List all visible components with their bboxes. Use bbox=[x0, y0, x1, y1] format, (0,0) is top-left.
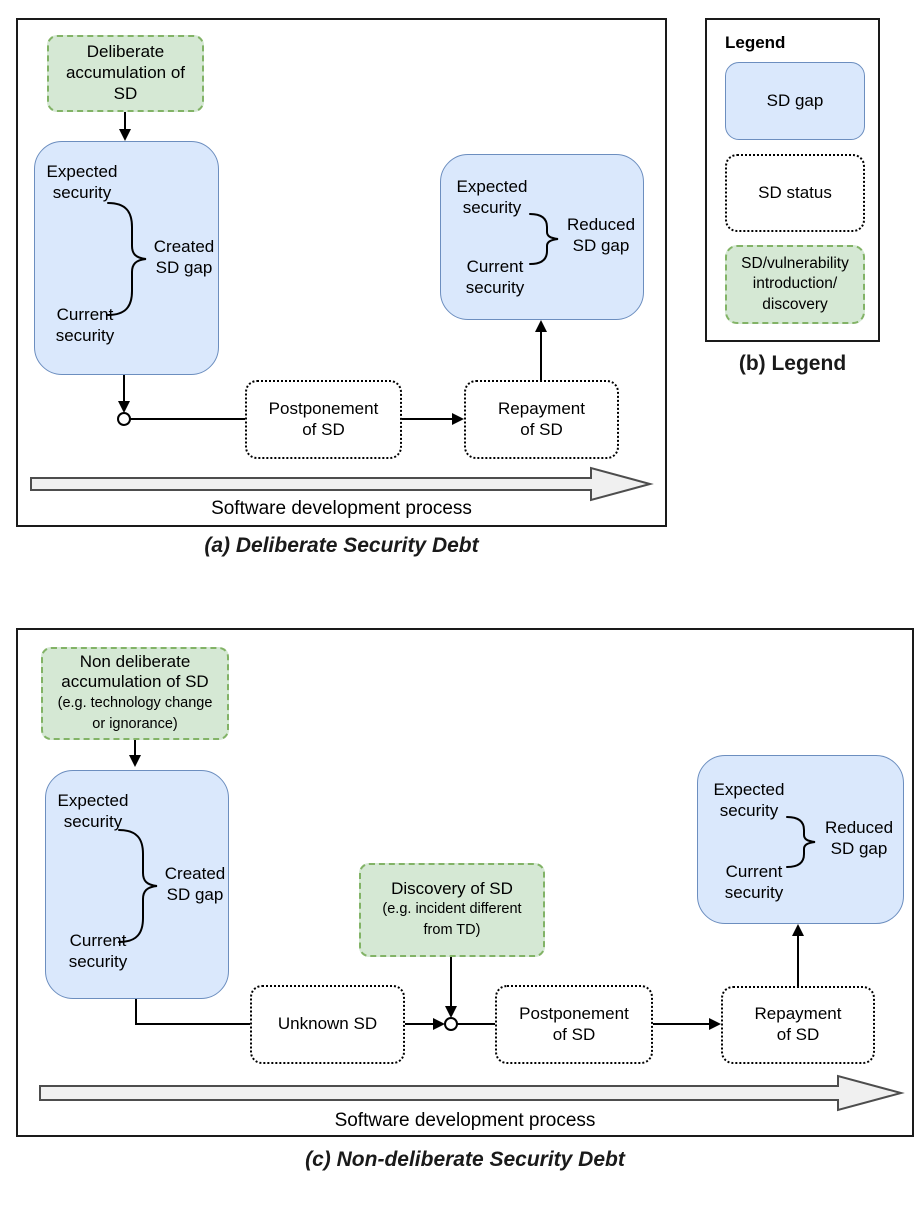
arrowhead-up-icon bbox=[792, 924, 804, 936]
curly-brace-icon bbox=[529, 213, 559, 265]
discovery-note: (e.g. incident different from TD) bbox=[382, 901, 522, 939]
legend-title: Legend bbox=[725, 33, 786, 52]
arrowhead-down-icon bbox=[445, 1006, 457, 1018]
discovery-box: Discovery of SD (e.g. incident different… bbox=[359, 863, 545, 957]
current-security-label: Current security bbox=[55, 305, 115, 345]
timeline-label: Software development process bbox=[334, 1110, 596, 1131]
curly-brace-icon bbox=[107, 202, 147, 316]
legend-panel: Legend SD gap SD status SD/vulnerability… bbox=[705, 18, 880, 342]
arrowhead-right-icon bbox=[433, 1018, 445, 1030]
timeline-block-arrow-icon bbox=[30, 466, 654, 502]
curly-brace-icon bbox=[786, 816, 816, 868]
created-sd-gap-label: Created SD gap bbox=[153, 237, 215, 277]
nondeliberate-accumulation-box: Non deliberate accumulation of SD (e.g. … bbox=[41, 647, 229, 740]
nondeliberate-accumulation-note: (e.g. technology change or ignorance) bbox=[57, 695, 213, 733]
legend-sd-gap-label: SD gap bbox=[766, 90, 824, 110]
caption-panel-a: (a) Deliberate Security Debt bbox=[204, 534, 479, 557]
reduced-sd-gap-label: Reduced SD gap bbox=[566, 215, 636, 255]
caption-panel-c: (c) Non-deliberate Security Debt bbox=[305, 1148, 625, 1171]
legend-sd-introduction-swatch: SD/vulnerability introduction/ discovery bbox=[725, 245, 865, 324]
legend-sd-status-label: SD status bbox=[758, 182, 832, 202]
current-security-label: Current security bbox=[68, 931, 128, 971]
postponement-label: Postponement of SD bbox=[519, 1003, 629, 1044]
repayment-box: Repayment of SD bbox=[721, 986, 875, 1064]
legend-sd-introduction-label: SD/vulnerability introduction/ discovery bbox=[741, 255, 849, 313]
junction-circle-icon bbox=[117, 412, 131, 426]
arrowhead-down-icon bbox=[119, 129, 131, 141]
postponement-label: Postponement of SD bbox=[268, 398, 379, 439]
timeline-label: Software development process bbox=[211, 498, 472, 519]
repayment-label: Repayment of SD bbox=[498, 398, 585, 439]
repayment-label: Repayment of SD bbox=[754, 1004, 842, 1044]
legend-sd-gap-swatch: SD gap bbox=[725, 62, 865, 140]
current-security-label: Current security bbox=[465, 257, 525, 297]
expected-security-label: Expected security bbox=[57, 791, 129, 831]
created-sd-gap-label: Created SD gap bbox=[164, 864, 226, 904]
deliberate-accumulation-box: Deliberate accumulation of SD bbox=[47, 35, 204, 112]
arrowhead-down-icon bbox=[118, 401, 130, 413]
postponement-box: Postponement of SD bbox=[245, 380, 402, 459]
expected-security-label: Expected security bbox=[46, 162, 118, 202]
curly-brace-icon bbox=[118, 829, 158, 943]
current-security-label: Current security bbox=[724, 862, 784, 902]
junction-circle-icon bbox=[444, 1017, 458, 1031]
expected-security-label: Expected security bbox=[713, 780, 785, 820]
created-sd-gap-box: Expected security Created SD gap Current… bbox=[45, 770, 229, 999]
postponement-box: Postponement of SD bbox=[495, 985, 653, 1064]
reduced-sd-gap-label: Reduced SD gap bbox=[824, 818, 894, 858]
arrowhead-right-icon bbox=[709, 1018, 721, 1030]
timeline-block-arrow-icon bbox=[39, 1074, 905, 1112]
panel-deliberate-sd: Deliberate accumulation of SD Expected s… bbox=[16, 18, 667, 527]
discovery-label: Discovery of SD bbox=[391, 878, 513, 898]
unknown-sd-box: Unknown SD bbox=[250, 985, 405, 1064]
arrowhead-up-icon bbox=[535, 320, 547, 332]
unknown-sd-label: Unknown SD bbox=[277, 1014, 378, 1034]
arrowhead-right-icon bbox=[452, 413, 464, 425]
arrowhead-down-icon bbox=[129, 755, 141, 767]
line-gap-to-unknown bbox=[135, 999, 250, 1025]
repayment-box: Repayment of SD bbox=[464, 380, 619, 459]
expected-security-label: Expected security bbox=[456, 177, 528, 217]
caption-legend: (b) Legend bbox=[738, 352, 847, 375]
nondeliberate-accumulation-label: Non deliberate accumulation of SD bbox=[61, 651, 209, 692]
reduced-sd-gap-box: Expected security Reduced SD gap Current… bbox=[697, 755, 904, 924]
panel-nondeliberate-sd: Non deliberate accumulation of SD (e.g. … bbox=[16, 628, 914, 1137]
reduced-sd-gap-box: Expected security Reduced SD gap Current… bbox=[440, 154, 644, 320]
deliberate-accumulation-label: Deliberate accumulation of SD bbox=[65, 42, 186, 103]
legend-sd-status-swatch: SD status bbox=[725, 154, 865, 232]
created-sd-gap-box: Expected security Created SD gap Current… bbox=[34, 141, 219, 375]
